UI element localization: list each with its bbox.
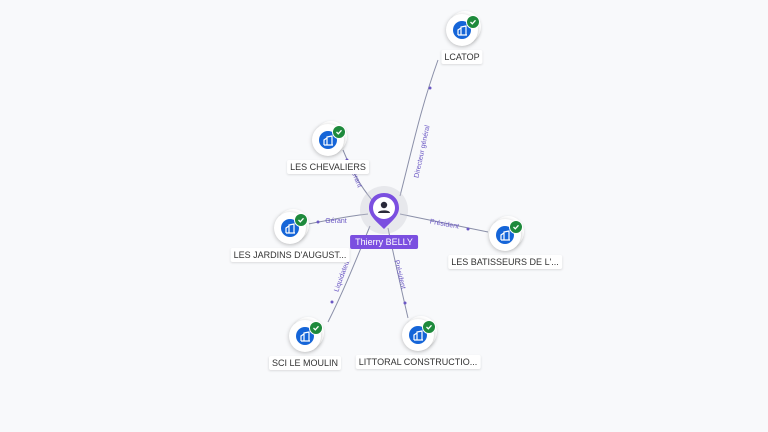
company-label: LITTORAL CONSTRUCTIO... bbox=[355, 355, 481, 369]
edge-chevaliers bbox=[342, 149, 373, 201]
company-label: LES JARDINS D'AUGUST... bbox=[230, 248, 350, 262]
person-name: Thierry BELLY bbox=[350, 235, 418, 249]
edge-jardins bbox=[307, 213, 369, 225]
verified-check-icon bbox=[466, 15, 480, 29]
edge-label-batisseurs: Président bbox=[429, 219, 459, 231]
company-label: LES BATISSEURS DE L'... bbox=[448, 255, 562, 269]
verified-check-icon bbox=[294, 213, 308, 227]
company-label: SCI LE MOULIN bbox=[268, 356, 342, 370]
company-label: LES CHEVALIERS bbox=[287, 160, 369, 174]
verified-check-icon bbox=[332, 125, 346, 139]
edge-batisseurs bbox=[399, 213, 489, 233]
edge-lcatop bbox=[399, 59, 439, 197]
verified-check-icon bbox=[509, 220, 523, 234]
verified-check-icon bbox=[422, 320, 436, 334]
person-icon bbox=[369, 193, 399, 229]
verified-check-icon bbox=[309, 321, 323, 335]
edge-label-littoral: Président bbox=[392, 259, 406, 289]
company-label: LCATOP bbox=[441, 50, 483, 64]
edge-label-jardins: Gérant bbox=[325, 218, 346, 225]
